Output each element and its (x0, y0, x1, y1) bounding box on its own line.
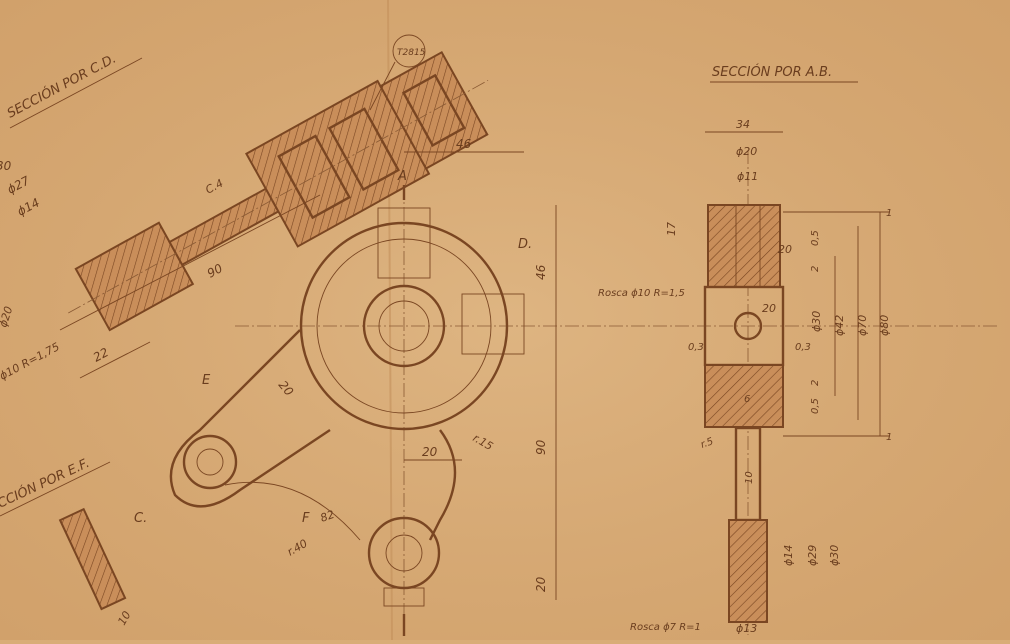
foot-section (728, 519, 768, 623)
dim-ab-1a: 1 (886, 208, 892, 219)
dim-ab-42: ϕ42 (833, 315, 846, 336)
stamp-leader (369, 61, 396, 111)
section-letter-a: A (397, 169, 407, 184)
dim-ab-03b: 0,3 (795, 342, 811, 353)
section-letter-c: C. (134, 511, 147, 526)
dim-ef-10: 10 (115, 609, 133, 628)
boss-top (377, 207, 431, 279)
section-letter-d: D. (518, 237, 532, 252)
dim-ab-6: 6 (744, 394, 750, 405)
section-letter-f: F (302, 511, 310, 526)
lever-lower-outline (428, 429, 457, 541)
section-letter-e: E (202, 373, 211, 388)
bottom-boss (383, 587, 425, 607)
dim-ab-80: ϕ80 (878, 315, 891, 336)
dim-ab-1b: 1 (886, 432, 892, 443)
dim-line-90 (59, 194, 321, 331)
dim-ab-r20b: 20 (762, 302, 776, 315)
stamp-code: T2815 (397, 48, 426, 58)
dim-ab-2b: 2 (810, 380, 821, 386)
bottom-boss-section (704, 364, 784, 428)
boss-right (461, 293, 525, 355)
pivot-hole-left-inner (196, 448, 224, 476)
dim-w46: 46 (456, 137, 472, 151)
section-ab-title: SECCIÓN POR A.B. (712, 64, 832, 80)
dim-h20: 20 (534, 576, 548, 592)
dim-h46: 46 (534, 264, 548, 280)
dim-cd-30: 30 (0, 159, 12, 173)
bore-inner-circle (378, 300, 430, 352)
dim-ab-11: ϕ11 (737, 170, 758, 183)
dim-ab-10: 10 (744, 471, 755, 484)
dim-ab-70: ϕ70 (856, 315, 869, 336)
top-boss-section (707, 204, 781, 288)
dim-ab-30: ϕ30 (810, 311, 823, 332)
dim-20-mid: 20 (422, 445, 438, 459)
dim-h90: 90 (534, 439, 548, 455)
dim-ab-05a: 0,5 (810, 230, 821, 246)
dim-ab-2a: 2 (810, 266, 821, 272)
dim-line-22 (79, 341, 151, 379)
dim-22-label: 22 (91, 345, 111, 365)
hub-outer-circle (299, 221, 509, 431)
pivot-hole-left (182, 434, 238, 490)
dim-ab-17: 17 (665, 222, 678, 236)
central-bore (733, 311, 763, 341)
dim-ab-34: 34 (736, 118, 750, 131)
pivot-hole-bottom-inner (385, 534, 423, 572)
section-cd-centerline (68, 79, 489, 314)
section-ef-underline (0, 461, 111, 517)
dim-ab-r5: r.5 (699, 436, 715, 451)
dim-ab-29: ϕ29 (806, 545, 819, 566)
thread-top-label: Rosca ϕ10 R=1,5 (598, 288, 685, 299)
lever-arc-r40 (224, 481, 361, 541)
section-cd-underline (9, 57, 143, 129)
dim-ab-03a: 0,3 (688, 342, 704, 353)
lever-arm-outline (169, 329, 331, 508)
dim-ab-20: ϕ20 (736, 145, 757, 158)
hub-inner-circle (316, 238, 492, 414)
section-ef-hatch (58, 507, 127, 611)
section-ab-view: SECCIÓN POR A.B. 34 ϕ20 ϕ11 17 20 20 Ros… (598, 64, 892, 635)
thread-bottom-label: Rosca ϕ7 R=1 (630, 622, 701, 633)
dim-ab-14: ϕ14 (782, 545, 795, 566)
dim-82: 82 (319, 508, 337, 525)
dim-ab-r20a: 20 (778, 243, 792, 256)
bore-circle (362, 284, 446, 368)
dim-ab-13: ϕ13 (736, 622, 757, 635)
dim-ab-30b: ϕ30 (828, 545, 841, 566)
dim-ab-05b: 0,5 (810, 398, 821, 414)
stamp-circle (392, 34, 426, 68)
dim-90-label: 90 (205, 261, 225, 281)
main-front-view: 46 46 90 20 20 r.15 r.40 82 20 A D. E C.… (134, 137, 1000, 636)
